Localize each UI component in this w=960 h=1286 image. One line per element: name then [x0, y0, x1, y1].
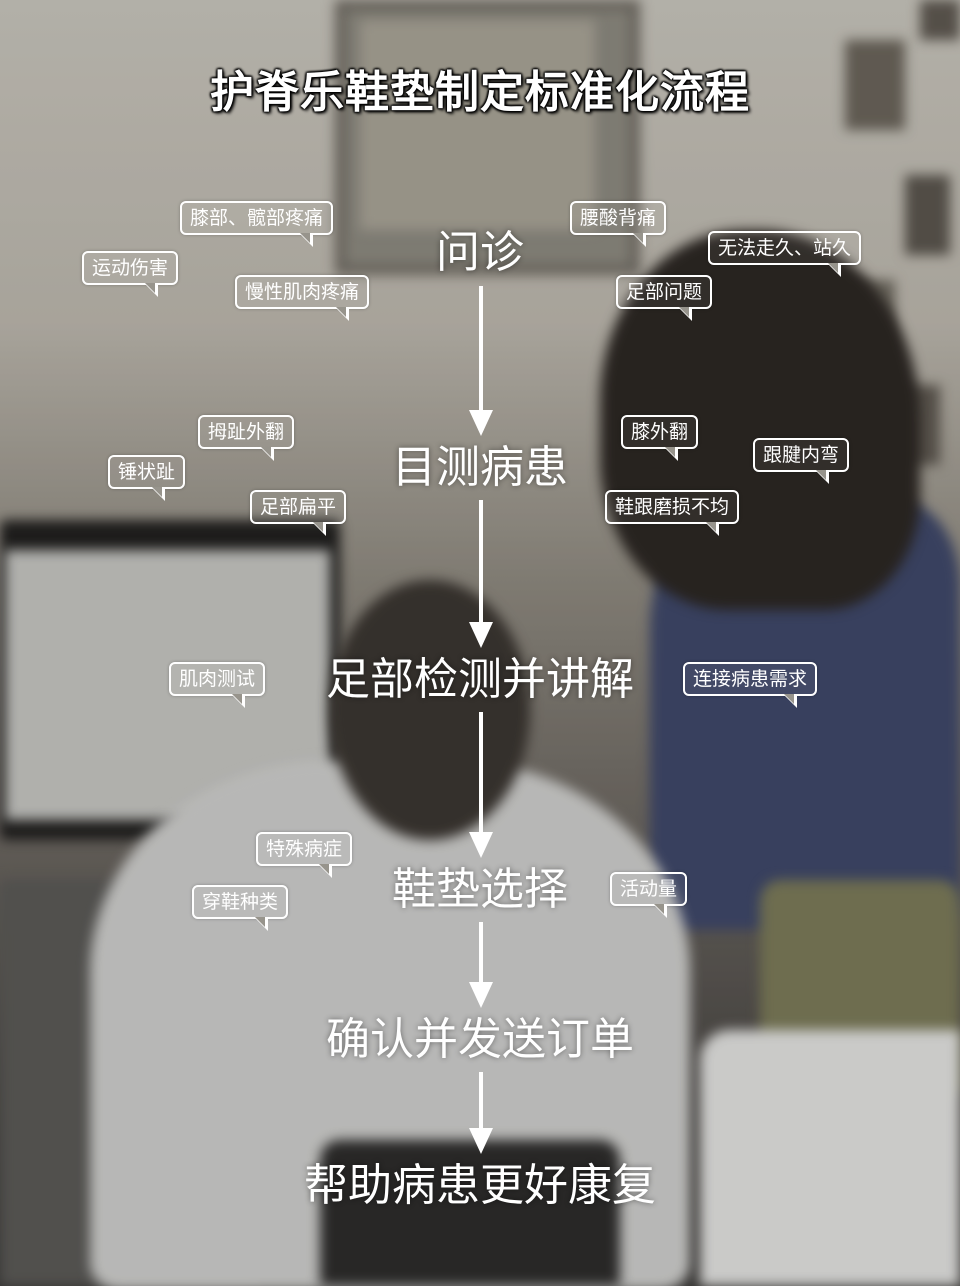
- background-man-head: [330, 580, 530, 840]
- arrow-3-head: [469, 832, 493, 858]
- bubble-hallux-valgus: 拇趾外翻: [198, 415, 295, 461]
- bubble-patient-needs: 连接病患需求: [683, 662, 818, 708]
- background-wall-picture: [905, 175, 950, 255]
- bubble-foot-problem: 足部问题: [616, 275, 713, 321]
- bubble-shoe-type: 穿鞋种类: [192, 885, 289, 931]
- page-title: 护脊乐鞋垫制定标准化流程: [210, 67, 750, 118]
- bubble-uneven-heel-wear: 鞋跟磨损不均: [605, 490, 740, 536]
- bubble-knee-valgus: 膝外翻: [621, 415, 699, 461]
- bubble-back-pain: 腰酸背痛: [570, 201, 667, 247]
- bubble-knee-hip-pain: 膝部、髋部疼痛: [180, 201, 334, 247]
- step-foot-test: 足部检测并讲解: [326, 654, 634, 705]
- background-wall-picture: [845, 40, 905, 130]
- bubble-achilles-bend: 跟腱内弯: [753, 438, 850, 484]
- bubble-sports-injury: 运动伤害: [82, 251, 179, 297]
- bubble-hammer-toe: 锤状趾: [108, 455, 186, 501]
- background-black-chair: [320, 1140, 620, 1286]
- bubble-activity-level: 活动量: [610, 872, 688, 918]
- background-frame-picture: [360, 20, 595, 230]
- arrow-2-head: [469, 622, 493, 648]
- bubble-chronic-muscle-pain: 慢性肌肉疼痛: [235, 275, 370, 321]
- arrow-5-head: [469, 1128, 493, 1154]
- bubble-cannot-walk-stand: 无法走久、站久: [708, 231, 862, 277]
- arrow-1-head: [469, 410, 493, 436]
- background-wall-picture: [920, 0, 960, 40]
- step-consultation: 问诊: [436, 227, 524, 278]
- step-recovery: 帮助病患更好康复: [304, 1160, 656, 1211]
- bubble-special-condition: 特殊病症: [256, 832, 353, 878]
- background-woman-hair: [600, 230, 920, 610]
- bubble-flat-foot: 足部扁平: [250, 490, 347, 536]
- bubble-muscle-test: 肌肉测试: [169, 662, 266, 708]
- step-confirm-order: 确认并发送订单: [326, 1014, 634, 1065]
- arrow-4-head: [469, 982, 493, 1008]
- step-insole-selection: 鞋垫选择: [392, 864, 568, 915]
- background-white-chair: [700, 1030, 960, 1286]
- step-visual-inspection: 目测病患: [392, 442, 568, 493]
